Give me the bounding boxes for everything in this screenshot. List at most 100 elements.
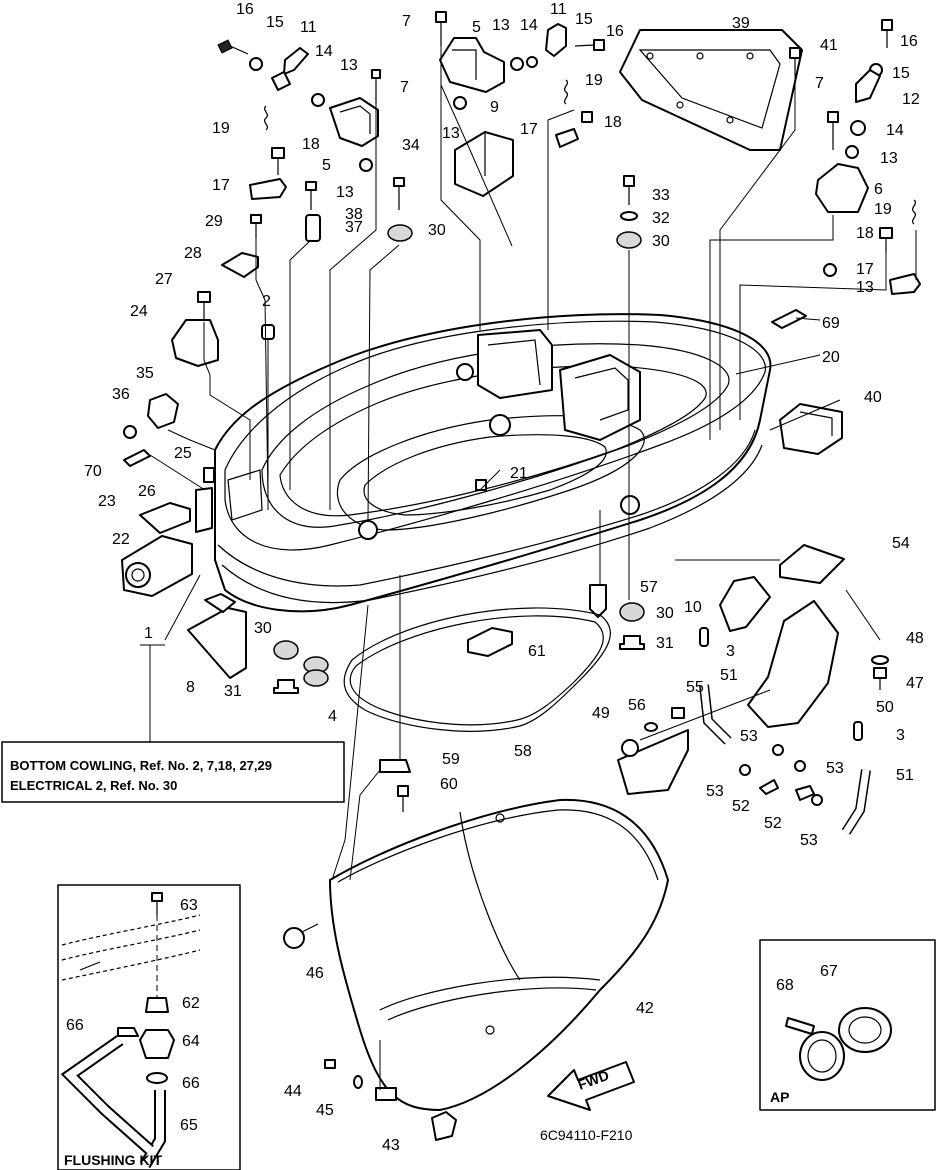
callout-15: 15 (892, 65, 910, 82)
apron-42 (283, 798, 669, 1141)
callout-30: 30 (656, 605, 674, 622)
callout-30: 30 (254, 620, 272, 637)
callout-66: 66 (66, 1017, 84, 1034)
callout-29: 29 (205, 213, 223, 230)
callout-7: 7 (402, 13, 411, 30)
note-box: BOTTOM COWLING, Ref. No. 2, 7,18, 27,29 … (1, 741, 345, 803)
callout-61: 61 (528, 643, 546, 660)
callout-17: 17 (520, 121, 538, 138)
callout-55: 55 (686, 679, 704, 696)
callout-34: 34 (402, 137, 420, 154)
callout-2: 2 (262, 293, 271, 310)
left-side-parts (121, 393, 247, 679)
callout-38: 38 (345, 206, 363, 223)
callout-4: 4 (328, 708, 337, 725)
callout-70: 70 (84, 463, 102, 480)
top-right-hardware (619, 19, 921, 455)
callout-65: 65 (180, 1117, 198, 1134)
callout-50: 50 (876, 699, 894, 716)
callout-14: 14 (886, 122, 904, 139)
callout-51: 51 (896, 767, 914, 784)
callout-27: 27 (155, 271, 173, 288)
callout-52: 52 (764, 815, 782, 832)
callout-42: 42 (636, 1000, 654, 1017)
top-left-hardware (171, 39, 413, 367)
note-line-1: BOTTOM COWLING, Ref. No. 2, 7,18, 27,29 (10, 758, 272, 773)
callout-7: 7 (400, 79, 409, 96)
callout-23: 23 (98, 493, 116, 510)
callout-32: 32 (652, 210, 670, 227)
callout-43: 43 (382, 1137, 400, 1154)
callout-19: 19 (212, 120, 230, 137)
callout-41: 41 (820, 37, 838, 54)
callout-68: 68 (776, 977, 794, 994)
note-line-2: ELECTRICAL 2, Ref. No. 30 (10, 778, 177, 793)
callout-59: 59 (442, 751, 460, 768)
callout-46: 46 (306, 965, 324, 982)
callout-16: 16 (606, 23, 624, 40)
callout-53: 53 (826, 760, 844, 777)
callout-52: 52 (732, 798, 750, 815)
callout-18: 18 (604, 114, 622, 131)
callout-39: 39 (732, 15, 750, 32)
callout-66: 66 (182, 1075, 200, 1092)
callout-18: 18 (856, 225, 874, 242)
callout-31: 31 (656, 635, 674, 652)
callout-22: 22 (112, 531, 130, 548)
drawing-code: 6C94110-F210 (540, 1127, 633, 1143)
callout-53: 53 (706, 783, 724, 800)
callout-28: 28 (184, 245, 202, 262)
callout-54: 54 (892, 535, 910, 552)
callout-12: 12 (902, 91, 920, 108)
callout-13: 13 (856, 279, 874, 296)
callout-18: 18 (302, 136, 320, 153)
callout-3: 3 (896, 727, 905, 744)
callout-57: 57 (640, 579, 658, 596)
callout-44: 44 (284, 1083, 302, 1100)
callout-47: 47 (906, 675, 924, 692)
callout-19: 19 (874, 201, 892, 218)
callout-56: 56 (628, 697, 646, 714)
lower-center-parts (273, 479, 645, 812)
callout-58: 58 (514, 743, 532, 760)
callout-14: 14 (520, 17, 538, 34)
callout-13: 13 (336, 184, 354, 201)
callout-67: 67 (820, 963, 838, 980)
callout-15: 15 (266, 14, 284, 31)
callout-63: 63 (180, 897, 198, 914)
callout-48: 48 (906, 630, 924, 647)
callout-numbers: 16 15 11 14 13 7 19 18 5 13 17 38 34 30 … (66, 1, 924, 1154)
callout-53: 53 (800, 832, 818, 849)
callout-64: 64 (182, 1033, 200, 1050)
callout-5: 5 (472, 19, 481, 36)
ap-box: AP (759, 939, 936, 1111)
callout-36: 36 (112, 386, 130, 403)
callout-24: 24 (130, 303, 148, 320)
callout-16: 16 (900, 33, 918, 50)
callout-26: 26 (138, 483, 156, 500)
callout-7: 7 (815, 75, 824, 92)
callout-49: 49 (592, 705, 610, 722)
callout-5: 5 (322, 157, 331, 174)
callout-35: 35 (136, 365, 154, 382)
callout-31: 31 (224, 683, 242, 700)
flushing-kit-label: FLUSHING KIT (64, 1152, 162, 1168)
callout-30: 30 (652, 233, 670, 250)
flushing-kit-box: FLUSHING KIT (57, 884, 241, 1170)
callout-53: 53 (740, 728, 758, 745)
callout-13: 13 (492, 17, 510, 34)
callout-11: 11 (300, 19, 317, 36)
callout-45: 45 (316, 1102, 334, 1119)
callout-30: 30 (428, 222, 446, 239)
callout-9: 9 (490, 99, 499, 116)
callout-69: 69 (822, 315, 840, 332)
callout-40: 40 (864, 389, 882, 406)
callout-1: 1 (144, 625, 153, 642)
callout-51: 51 (720, 667, 738, 684)
callout-16: 16 (236, 1, 254, 18)
leader-lines (140, 46, 917, 1090)
fwd-arrow: FWD (547, 1061, 635, 1111)
ap-label: AP (770, 1089, 789, 1105)
callout-33: 33 (652, 187, 670, 204)
